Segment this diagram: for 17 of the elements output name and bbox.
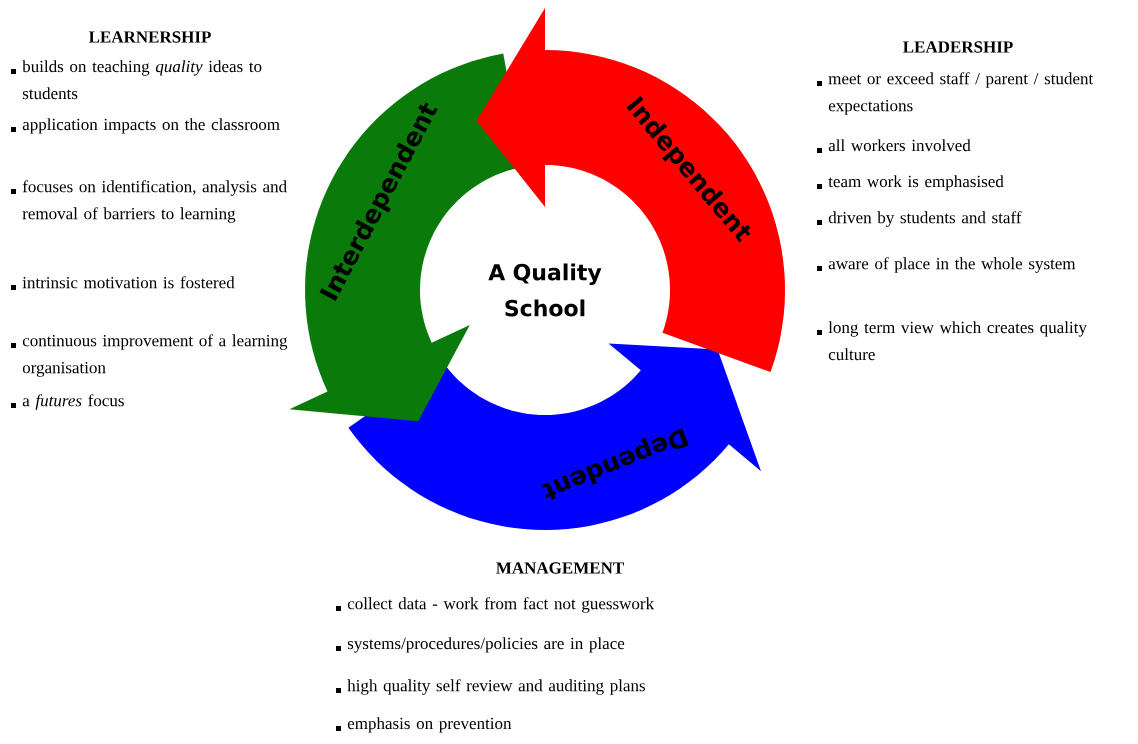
bullet-item: intrinsic motivation is fostered xyxy=(11,276,235,290)
section-heading: LEADERSHIP xyxy=(903,41,1013,53)
section-heading: LEARNERSHIP xyxy=(88,31,211,43)
bullet-item: systems/procedures/policies are in place xyxy=(336,637,625,653)
bullet-item: high quality self review and auditing plans xyxy=(336,679,645,695)
bullet-item: emphasis on prevention xyxy=(336,717,512,733)
bullet-item: focuses on identification, analysis and removal of barriers to learning xyxy=(11,180,287,223)
bullet-item: collect data - work from fact not guesswork xyxy=(336,597,655,613)
bullet-item: meet or exceed staff / parent / student expectations xyxy=(817,72,1094,115)
section-heading: MANAGEMENT xyxy=(496,562,624,574)
bullet-item: a futures focus xyxy=(11,394,124,410)
bullet-item: all workers involved xyxy=(817,139,971,153)
bullet-item: application impacts on the classroom xyxy=(11,118,280,134)
bullet-item: team work is emphasised xyxy=(817,175,1004,191)
bullet-item: long term view which creates quality culture xyxy=(817,321,1087,361)
bullet-item: driven by students and staff xyxy=(817,211,1022,227)
bullet-item: aware of place in the whole system xyxy=(817,257,1076,273)
